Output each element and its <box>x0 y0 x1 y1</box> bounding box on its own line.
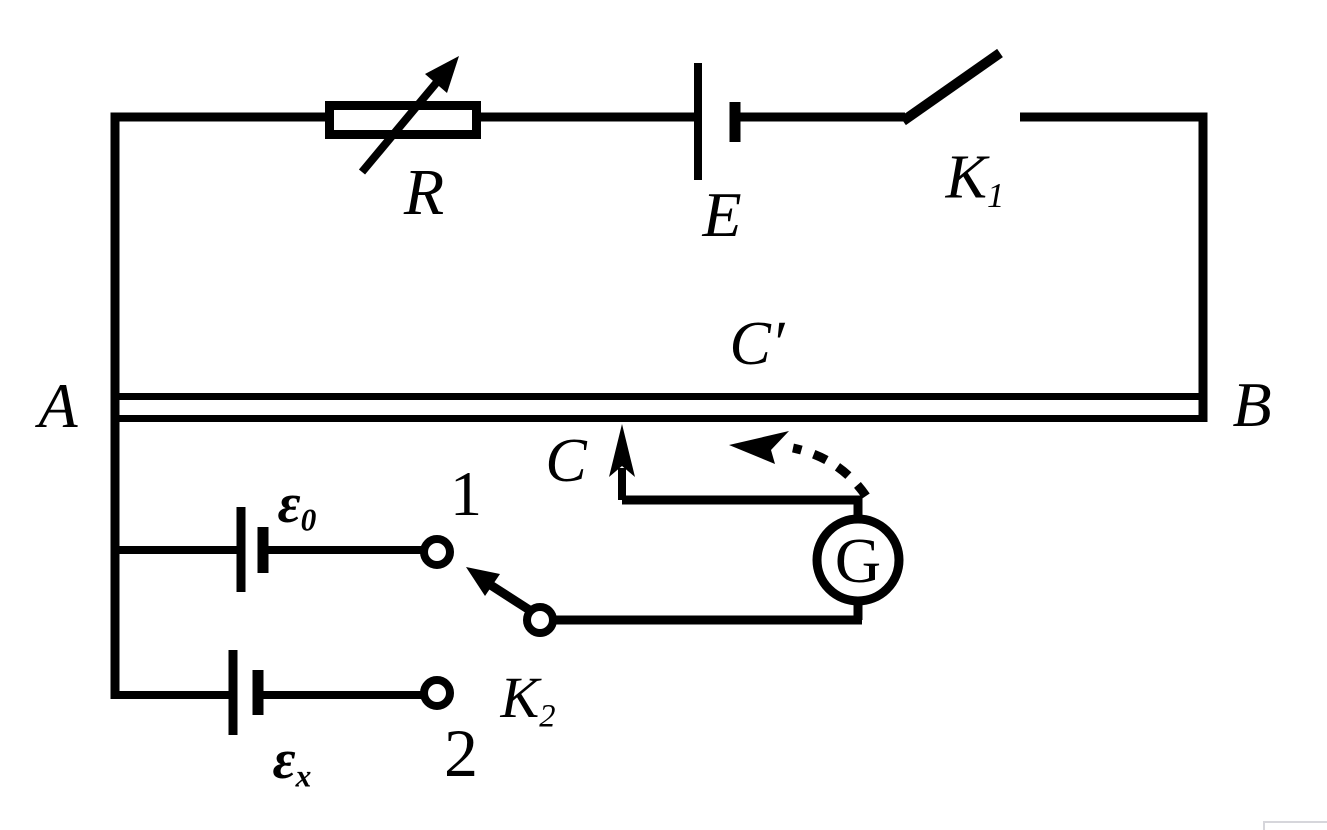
label-emf-ex-sub: x <box>295 758 312 794</box>
label-switch-k2-base: K <box>500 665 540 731</box>
galvanometer-symbol <box>812 514 904 620</box>
label-emf-e0-base: ε <box>277 472 301 535</box>
label-c-prime: C′ <box>729 310 785 378</box>
label-emf-e0: ε0 <box>278 476 317 536</box>
label-galvanometer: G <box>834 525 882 596</box>
contact-2-terminal <box>420 676 454 710</box>
dashed-arrow-curve <box>792 443 870 499</box>
switch-k2-arrow-head-icon <box>466 567 500 596</box>
switch-k1-blade <box>900 48 1003 126</box>
wire-right-rail <box>1020 112 1208 422</box>
standard-cell-branch <box>115 507 454 592</box>
switch-k2-pivot-terminal <box>523 603 557 637</box>
label-switch-k1: K1 <box>946 146 1005 213</box>
contact-1-terminal <box>420 535 454 569</box>
slider-motion-dashed-arrow <box>729 431 870 499</box>
label-node-b: B <box>1232 369 1272 440</box>
rheostat-arrow-shaft <box>358 73 446 175</box>
rheostat-symbol <box>325 56 481 175</box>
galvanometer-ring <box>812 514 904 606</box>
switch-k2-selector <box>466 567 557 637</box>
dashed-arrow-head-icon <box>729 431 789 464</box>
label-emf-e0-sub: 0 <box>300 502 317 538</box>
label-emf-ex: εx <box>273 732 312 792</box>
label-node-a: A <box>38 370 78 441</box>
label-slider-c: C <box>545 427 587 495</box>
label-switch-k2: K2 <box>501 669 556 733</box>
label-switch-k2-sub: 2 <box>539 698 556 735</box>
label-battery-e: E <box>702 179 742 250</box>
label-switch-k1-sub: 1 <box>987 176 1005 215</box>
unknown-cell-branch <box>115 650 454 735</box>
label-rheostat: R <box>403 156 445 229</box>
slider-arrow-head-icon <box>609 424 635 477</box>
slider-contact-arrow <box>609 424 635 500</box>
wire-left-rail <box>110 112 333 699</box>
rheostat-arrow-head-icon <box>425 56 459 93</box>
corner-ui-artifact <box>1263 821 1327 830</box>
wire-slider-to-galvanometer <box>622 495 863 519</box>
label-contact-1: 1 <box>450 458 482 529</box>
label-switch-k1-base: K <box>945 143 987 212</box>
switch-k2-blade <box>486 580 534 615</box>
battery-e-symbol <box>694 63 741 180</box>
label-emf-ex-base: ε <box>272 728 296 791</box>
label-contact-2: 2 <box>444 715 478 791</box>
